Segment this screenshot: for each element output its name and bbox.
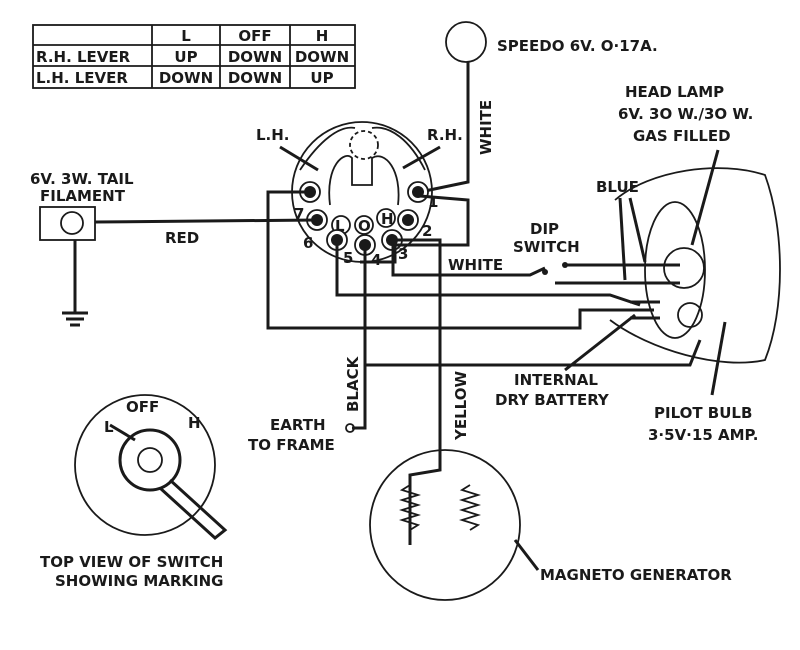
switch-position-table: L OFF H R.H. LEVER UP DOWN DOWN L.H. LEV… — [32, 24, 356, 89]
switch-mark-l: L — [335, 217, 345, 235]
earth-symbol-icon — [62, 311, 88, 327]
dip-switch-label-2: SWITCH — [513, 238, 580, 256]
position-mark-l: L — [104, 418, 114, 436]
black-wire-label: BLACK — [344, 355, 362, 412]
red-wire-label: RED — [165, 229, 199, 247]
black-earth-wire — [352, 365, 367, 430]
earth-terminal-icon — [345, 423, 355, 433]
red-wire — [94, 218, 318, 224]
table-cell: DOWN — [228, 69, 282, 87]
rh-arrow — [402, 145, 441, 170]
pilot-bulb-icon — [677, 302, 703, 328]
top-view-label-2: SHOWING MARKING — [55, 572, 223, 590]
earth-label-2: TO FRAME — [248, 436, 335, 454]
white-wire-speedo — [419, 62, 470, 194]
white-wire-dip — [391, 242, 546, 277]
terminal-label-1: 1 — [428, 193, 438, 211]
terminal-label-5: 5 — [343, 249, 353, 267]
table-header-off: OFF — [238, 27, 271, 45]
position-mark-h: H — [188, 414, 201, 432]
dip-switch-contact — [542, 269, 548, 275]
wire-terminal-5 — [335, 240, 641, 307]
dip-switch-contact — [562, 262, 568, 268]
pilot-bulb-label-2: 3·5V·15 AMP. — [648, 426, 758, 444]
table-cell: UP — [310, 69, 333, 87]
tail-lamp — [39, 206, 96, 241]
battery-label-2: DRY BATTERY — [495, 391, 610, 409]
pilot-bulb-arrow — [710, 321, 727, 396]
lh-lever-label: L.H. — [256, 126, 290, 144]
table-cell: DOWN — [228, 48, 282, 66]
yellow-wire-label: YELLOW — [452, 371, 470, 441]
battery-icon — [630, 300, 660, 320]
table-cell: L.H. LEVER — [36, 69, 128, 87]
switch-mark-o: O — [358, 217, 371, 235]
magneto-generator — [369, 449, 521, 601]
white-wire-label: WHITE — [477, 100, 495, 155]
white-dip-label: WHITE — [448, 256, 503, 274]
pilot-bulb-label-1: PILOT BULB — [654, 404, 752, 422]
rh-lever-label: R.H. — [427, 126, 463, 144]
wire-terminal-7-loop — [266, 190, 640, 330]
top-view-label-1: TOP VIEW OF SWITCH — [40, 553, 223, 571]
magneto-label: MAGNETO GENERATOR — [540, 566, 732, 584]
head-lamp-label-3: GAS FILLED — [633, 127, 731, 145]
magneto-coils — [408, 455, 442, 545]
blue-wire-label: BLUE — [596, 178, 639, 196]
table-cell: UP — [174, 48, 197, 66]
switch-knob — [118, 428, 182, 492]
magneto-arrow — [513, 539, 540, 571]
blue-arrow — [618, 197, 627, 281]
lh-arrow — [279, 145, 319, 172]
head-lamp-bulb-icon — [663, 247, 705, 289]
switch-mark-h: H — [381, 210, 394, 228]
battery-arrow — [564, 313, 636, 372]
magneto-coil-icon — [398, 484, 482, 531]
head-lamp-shell — [609, 167, 781, 364]
blue-arrow — [628, 197, 647, 263]
wire-terminal-2 — [360, 194, 470, 264]
table-cell: R.H. LEVER — [36, 48, 131, 66]
switch-lever — [109, 423, 228, 540]
position-mark-off: OFF — [126, 398, 159, 416]
tail-filament-icon — [60, 211, 84, 235]
terminal-label-3: 3 — [398, 245, 408, 263]
head-lamp-reflector — [644, 201, 706, 339]
head-lamp-label-2: 6V. 3O W./3O W. — [618, 105, 753, 123]
table-cell: DOWN — [295, 48, 349, 66]
earth-label-1: EARTH — [270, 416, 326, 434]
head-lamp-arrow — [690, 149, 720, 246]
battery-label-1: INTERNAL — [514, 371, 598, 389]
terminal-label-4: 4 — [371, 251, 381, 269]
black-wire — [363, 245, 702, 367]
head-lamp-label-1: HEAD LAMP — [625, 83, 724, 101]
switch-screw-icon — [137, 447, 163, 473]
terminal-dot — [402, 214, 414, 226]
speedo-label: SPEEDO 6V. O·17A. — [497, 37, 658, 55]
tail-lamp-label-1: 6V. 3W. TAIL — [30, 170, 134, 188]
terminal-label-6: 6 — [303, 234, 313, 252]
tail-lamp-label-2: FILAMENT — [40, 187, 126, 205]
speedo-lamp — [445, 21, 487, 63]
terminal-label-2: 2 — [422, 222, 432, 240]
table-cell: DOWN — [159, 69, 213, 87]
table-header-l: L — [181, 27, 191, 45]
yellow-wire — [390, 238, 442, 455]
table-header-h: H — [316, 27, 329, 45]
terminal-label-7: 7 — [294, 205, 304, 223]
switch-top-view — [74, 394, 216, 536]
dip-switch-label-1: DIP — [530, 220, 559, 238]
